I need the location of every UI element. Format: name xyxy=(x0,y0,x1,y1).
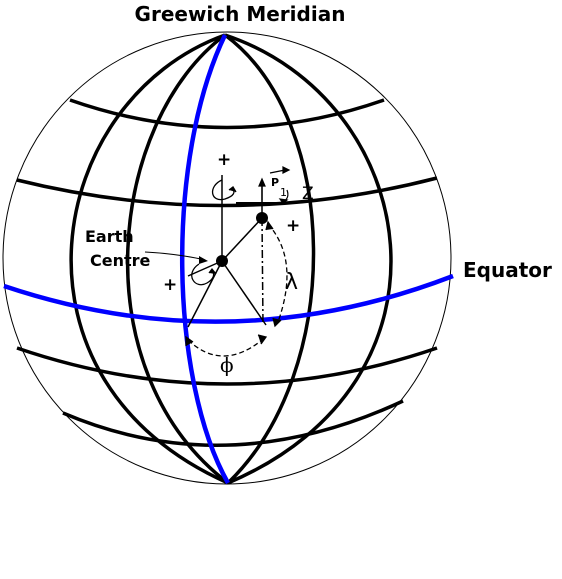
equator-label: Equator xyxy=(463,258,552,282)
meridian-1 xyxy=(69,33,229,485)
down-arrow-head xyxy=(278,198,289,204)
latitude-line-4 xyxy=(62,399,404,447)
top-rotation-head xyxy=(228,186,237,193)
z-axis-label: Z xyxy=(302,184,314,204)
right-arrow-head xyxy=(282,166,291,174)
earth-centre-pointer-line xyxy=(144,251,206,261)
centre-to-equator-left-line xyxy=(187,260,223,328)
centre-rotation-curl xyxy=(191,263,215,286)
phi-arc-head-left xyxy=(185,335,194,346)
meridian-4 xyxy=(224,33,393,485)
phi-arc xyxy=(185,334,268,357)
earth-centre-pointer-head xyxy=(199,256,208,264)
centre-to-point-line xyxy=(221,217,263,262)
greenwich-meridian-label: Greewich Meridian xyxy=(135,2,346,26)
lambda-arc-path xyxy=(267,223,288,323)
top-rotation-curl xyxy=(211,179,235,201)
plus-sign-top: + xyxy=(217,150,231,170)
phi-arc-head-right xyxy=(257,334,268,345)
centre-to-equator-right-line xyxy=(221,260,267,326)
meridian-2 xyxy=(125,33,230,485)
plus-sign-right: + xyxy=(286,216,300,236)
point-p1-dot xyxy=(256,212,268,224)
earth-label: Earth xyxy=(85,227,134,246)
point-drop-line xyxy=(261,217,264,326)
latitude-line-3 xyxy=(16,346,438,386)
point-subscript-label: 1 xyxy=(280,186,287,199)
meridian-3 xyxy=(223,33,316,485)
rotation-arrows xyxy=(191,179,237,286)
lambda-label: λ xyxy=(285,270,298,295)
meridian-lines xyxy=(69,33,393,485)
up-arrow-head xyxy=(258,177,266,187)
lambda-arc-head-bottom xyxy=(272,317,282,328)
centre-label: Centre xyxy=(90,251,151,270)
phi-arc-path xyxy=(187,339,263,357)
construction-lines xyxy=(187,175,287,328)
latitude-line-1 xyxy=(69,98,385,130)
centre-x-axis-line xyxy=(187,260,223,277)
centre-rotation-head xyxy=(208,267,217,275)
lambda-arc-head-top xyxy=(265,220,274,231)
phi-label: ϕ xyxy=(220,353,234,377)
point-p-label: P xyxy=(271,176,279,189)
greenwich-meridian-line xyxy=(180,34,230,485)
equator-line xyxy=(3,273,454,324)
plus-sign-left: + xyxy=(163,275,177,295)
lambda-arc xyxy=(265,220,288,328)
earth-centre-pointer xyxy=(144,251,208,264)
point-arrows xyxy=(258,166,291,204)
earth-centre-dot xyxy=(216,255,228,267)
